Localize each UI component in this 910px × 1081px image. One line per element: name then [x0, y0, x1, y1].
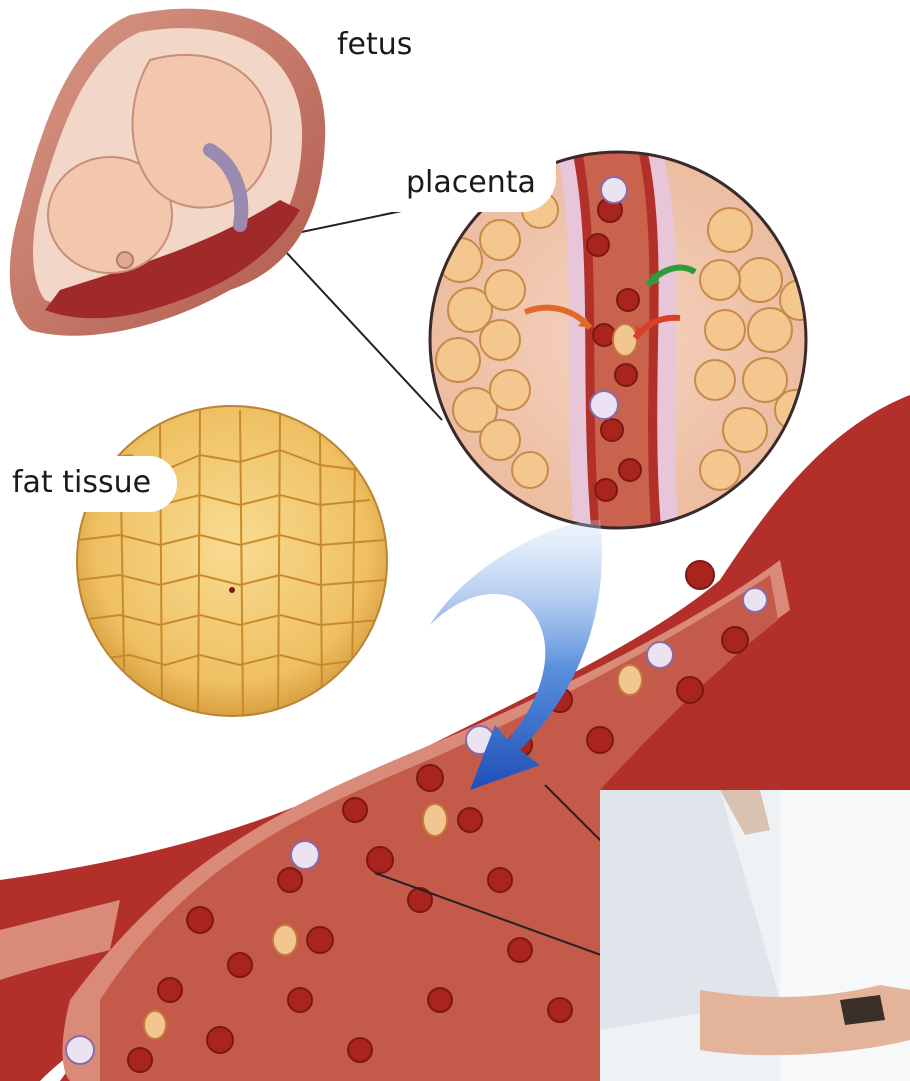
fetus-illustration — [10, 9, 325, 336]
label-placenta: placenta — [386, 160, 556, 212]
fat-tissue-circle — [77, 406, 387, 720]
label-fat-tissue: fat tissue — [0, 456, 177, 512]
blood-draw-photo — [600, 790, 910, 1081]
label-fetus: fetus — [337, 30, 412, 60]
